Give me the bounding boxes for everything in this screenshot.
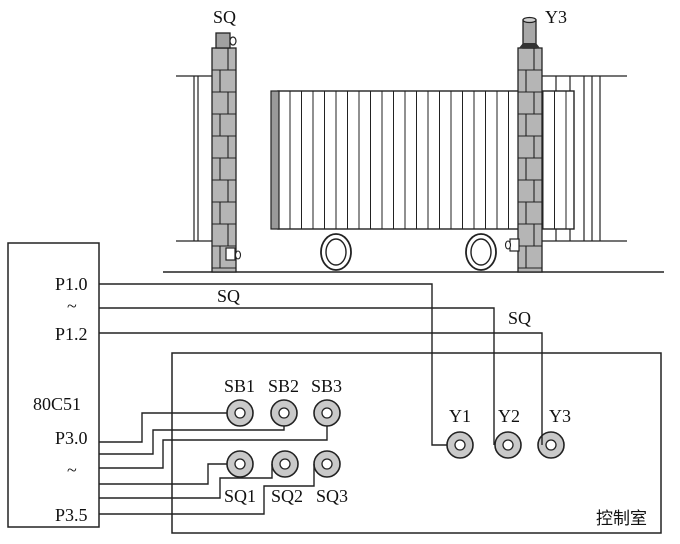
wire-p3-4-to-sq2 <box>99 464 273 499</box>
pin-tilde-2: ~ <box>67 460 77 480</box>
control-room-label: 控制室 <box>596 509 647 529</box>
bottom-sensor-lens <box>234 250 242 260</box>
pin-p1-0-label: P1.0 <box>55 274 88 294</box>
switch-sq3[interactable] <box>313 450 341 478</box>
pin-tilde-1: ~ <box>67 296 77 316</box>
gate-wheel-left <box>320 233 352 271</box>
wire-p1-1-to-y2 <box>99 307 495 445</box>
indicator-lamp-y2 <box>494 431 522 459</box>
mcu-box <box>7 242 100 528</box>
indicator-lamp-y1 <box>446 431 474 459</box>
left-pillar-mortar <box>212 48 236 269</box>
lamp-label-y2: Y2 <box>498 406 520 426</box>
pin-p3-0-label: P3.0 <box>55 428 88 448</box>
button-label-sb1: SB1 <box>224 376 255 396</box>
wire-p3-3-to-sq1 <box>99 463 227 485</box>
wire-p3-2-to-sb3 <box>99 426 328 469</box>
left-pillar <box>211 32 242 273</box>
warning-lamp-base <box>519 43 540 48</box>
right-sensor-box <box>509 238 520 252</box>
gate-wheel-right <box>465 233 497 271</box>
right-sensor-lens <box>504 240 512 250</box>
top-sensor-label: SQ <box>213 7 236 27</box>
wire-label-sq-left: SQ <box>217 286 240 306</box>
pin-p3-5-label: P3.5 <box>55 505 88 525</box>
control-room-box <box>171 352 662 534</box>
wire-p3-0-to-sb1 <box>99 412 227 443</box>
switch-label-sq2: SQ2 <box>271 486 303 506</box>
lamp-label-y3: Y3 <box>549 406 571 426</box>
switch-sq2[interactable] <box>271 450 299 478</box>
indicator-lamp-y3 <box>537 431 565 459</box>
left-fence <box>176 75 212 242</box>
chip-label: 80C51 <box>33 394 81 414</box>
top-sensor-box <box>215 32 231 49</box>
wire-label-sq-right: SQ <box>508 308 531 328</box>
wire-p3-5-to-sq3 <box>99 464 315 515</box>
gate-leading-edge <box>270 90 280 230</box>
push-button-sb3[interactable] <box>313 399 341 427</box>
wiring: SQ SQ <box>99 283 543 515</box>
top-sensor-lens <box>229 36 237 46</box>
top-lamp-label: Y3 <box>545 7 567 27</box>
switch-label-sq3: SQ3 <box>316 486 348 506</box>
switch-sq1[interactable] <box>226 450 254 478</box>
wire-p1-0-to-y1 <box>99 283 447 446</box>
control-room: 控制室 SB1 SB2 SB3 SQ1 SQ2 SQ3 Y1 Y2 Y3 <box>171 352 662 534</box>
bottom-sensor-box <box>225 247 236 261</box>
right-pillar <box>504 16 543 273</box>
gate-scene: SQ Y3 <box>163 7 664 273</box>
wire-p3-1-to-sb2 <box>99 426 285 455</box>
warning-lamp-cap <box>522 16 537 24</box>
right-pillar-mortar <box>518 48 542 269</box>
lamp-label-y1: Y1 <box>449 406 471 426</box>
mcu-80c51: P1.0 ~ P1.2 80C51 P3.0 ~ P3.5 <box>7 242 100 528</box>
pin-p1-2-label: P1.2 <box>55 324 88 344</box>
switch-label-sq1: SQ1 <box>224 486 256 506</box>
button-label-sb3: SB3 <box>311 376 342 396</box>
push-button-sb2[interactable] <box>270 399 298 427</box>
wire-p1-2-to-y3 <box>99 332 543 445</box>
button-label-sb2: SB2 <box>268 376 299 396</box>
push-button-sb1[interactable] <box>226 399 254 427</box>
